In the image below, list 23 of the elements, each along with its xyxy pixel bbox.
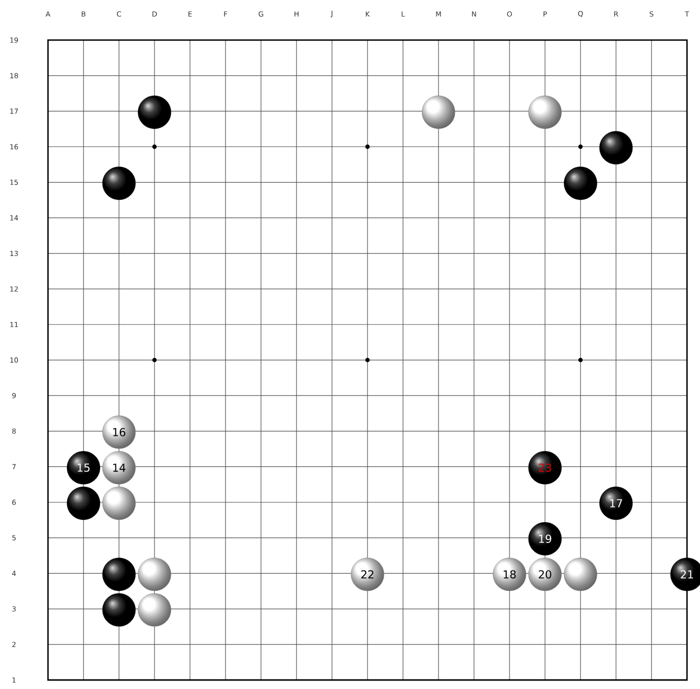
numbered-stone: 14 bbox=[102, 451, 136, 484]
stone bbox=[564, 166, 598, 200]
stone bbox=[102, 558, 136, 591]
numbered-stone: 15 bbox=[66, 451, 100, 484]
stone bbox=[422, 96, 456, 129]
stone bbox=[102, 486, 136, 520]
stone bbox=[66, 486, 100, 520]
numbered-stone: 21 bbox=[670, 558, 700, 591]
numbered-stone: 20 bbox=[528, 558, 562, 591]
stone bbox=[599, 131, 633, 164]
numbered-stone: 16 bbox=[102, 416, 136, 449]
stone bbox=[102, 593, 136, 627]
numbered-stone: 23 bbox=[528, 451, 562, 484]
numbered-stone: 17 bbox=[599, 486, 633, 520]
stone bbox=[138, 96, 172, 129]
stone bbox=[138, 558, 172, 591]
numbered-stone: 19 bbox=[528, 522, 562, 556]
numbered-stone: 22 bbox=[350, 558, 384, 591]
stone bbox=[528, 96, 562, 129]
stone bbox=[102, 166, 136, 200]
stone bbox=[138, 593, 172, 627]
stone bbox=[564, 558, 598, 591]
numbered-stone: 18 bbox=[492, 558, 526, 591]
